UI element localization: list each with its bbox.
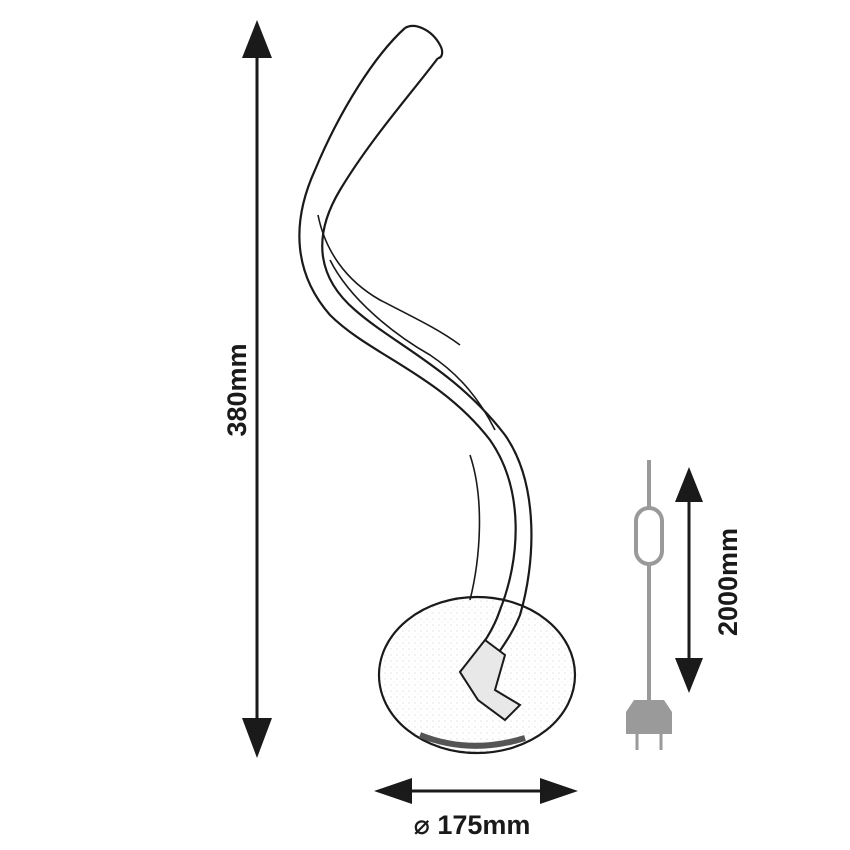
lamp-base-shadow bbox=[418, 732, 526, 749]
ribbon-outer-edge bbox=[298, 27, 517, 673]
ribbon-twist-lower bbox=[329, 259, 496, 431]
spiral-lamp bbox=[298, 24, 577, 755]
height-label: 380mm bbox=[222, 343, 252, 436]
ribbon-inner-edge bbox=[321, 57, 533, 669]
power-cable bbox=[626, 460, 672, 750]
base-diameter-label: ⌀ 175mm bbox=[414, 810, 531, 840]
base-diameter-dimension: ⌀ 175mm bbox=[374, 778, 578, 840]
inline-switch-icon bbox=[634, 506, 664, 566]
cable-arrow-up-icon bbox=[675, 467, 703, 502]
power-plug-icon bbox=[626, 700, 672, 750]
cable-length-label: 2000mm bbox=[713, 528, 743, 636]
ribbon-twist-upper bbox=[317, 214, 461, 346]
height-arrow-up-icon bbox=[242, 20, 272, 58]
ribbon-twist-mid bbox=[469, 454, 481, 601]
ribbon-foot bbox=[458, 638, 522, 722]
ribbon-tip bbox=[404, 24, 444, 60]
cable-length-dimension: 2000mm bbox=[675, 467, 743, 693]
height-arrow-down-icon bbox=[242, 718, 272, 758]
diameter-arrow-right-icon bbox=[540, 778, 578, 804]
diameter-arrow-left-icon bbox=[374, 778, 412, 804]
cable-arrow-down-icon bbox=[675, 658, 703, 693]
height-dimension: 380mm bbox=[222, 20, 272, 758]
